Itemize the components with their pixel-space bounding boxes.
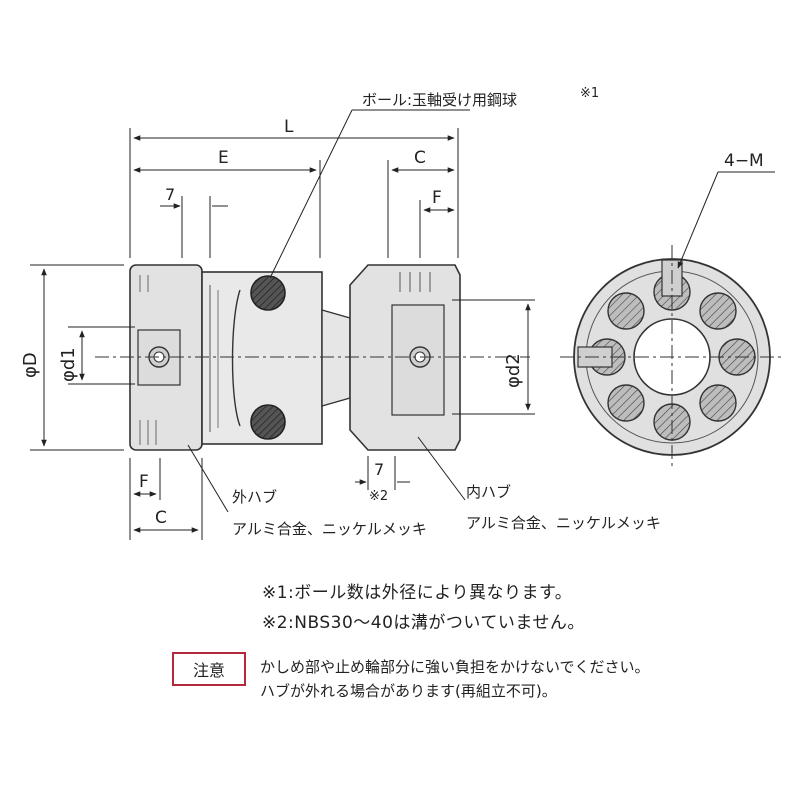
dimension-label-F-top: F [432,188,442,208]
dimension-label-7-bottom: 7 [374,460,384,479]
inner-hub-neck [321,309,351,407]
steel-ball-top [250,275,286,311]
end-view-ball-8 [607,292,645,330]
groove-note-ref: ※2 [369,489,388,504]
end-view-ball-4 [699,384,737,422]
dimension-label-d2: φd2 [503,353,524,388]
dimension-label-F-bottom: F [139,472,149,492]
dimension-label-D: φD [20,352,41,378]
steel-ball-bottom [250,404,286,440]
caution-line-2: ハブが外れる場合があります(再組立不可)。 [260,682,557,700]
end-view-ball-2 [699,292,737,330]
note-groove: ※2:NBS30〜40は溝がついていません。 [262,613,585,633]
inner-hub-material: アルミ合金、ニッケルメッキ [466,514,661,532]
caution-line-1: かしめ部や止め輪部分に強い負担をかけないでください。 [260,658,650,676]
ball-callout-ref: ※1 [580,86,599,101]
dimension-label-C-top: C [414,148,426,168]
outer-hub-material: アルミ合金、ニッケルメッキ [232,520,427,538]
dimension-label-E: E [218,148,229,168]
dimension-label-7-top: 7 [165,185,175,204]
caution-badge: 注意 [172,652,246,686]
inner-hub-label: 内ハブ [466,483,511,501]
end-view-ball-6 [607,384,645,422]
note-ball-count: ※1:ボール数は外径により異なります。 [262,583,573,603]
end-view [560,171,785,470]
dimension-label-d1: φd1 [58,347,79,382]
outer-hub-label: 外ハブ [232,488,277,506]
dimension-label-C-bottom: C [155,508,167,528]
dimension-lines [30,109,535,540]
dimension-label-L: L [284,117,294,137]
screw-label: 4−M [724,151,764,171]
ball-callout-label: ボール:玉軸受け用鋼球 [362,91,517,109]
